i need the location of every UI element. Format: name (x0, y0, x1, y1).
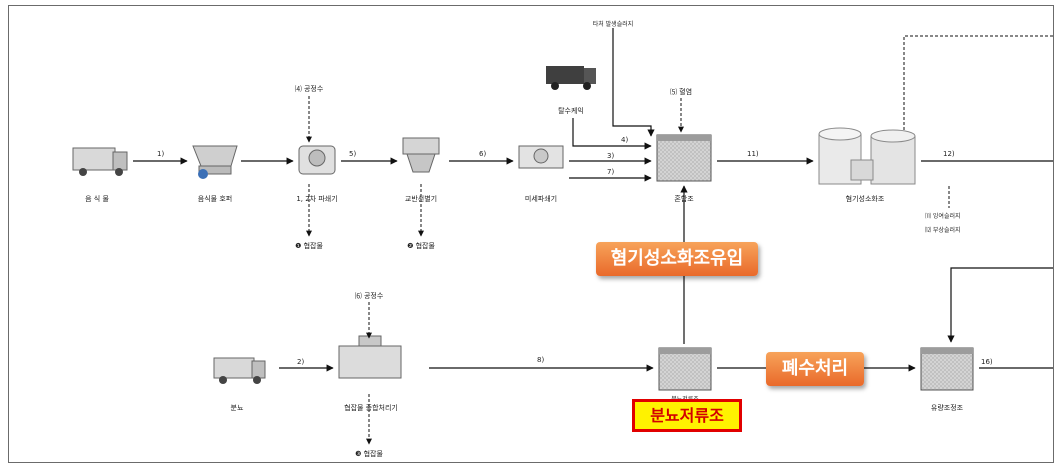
combined-processor-icon (338, 335, 402, 379)
flow-arrows (133, 28, 1053, 372)
node-label-digester: 혐기성소화조 (846, 194, 885, 203)
fine-crusher-icon (518, 145, 564, 169)
crusher-icon (298, 145, 336, 175)
cake-truck-icon (546, 66, 596, 90)
node-label-mix-tank: 혼합조 (674, 194, 694, 203)
output-screenings-2: ❷ 협잡물 (407, 241, 435, 250)
flow-label: 4) (621, 136, 628, 144)
flow-label: 7) (607, 168, 614, 176)
mix-tank-icon (656, 134, 712, 182)
output-screenings-1: ❶ 협잡물 (295, 241, 323, 250)
node-label-separator: 교반선별기 (405, 194, 437, 203)
night-soil-truck-icon (213, 357, 266, 384)
hopper-icon (192, 145, 238, 179)
storage-tank-icon (658, 347, 712, 391)
flow-label: 16) (981, 358, 993, 366)
flow-label: 5) (349, 150, 356, 158)
flow-label: 1) (157, 150, 164, 158)
node-label-cake: 탈수케익 (558, 107, 584, 115)
node-label-fine-crusher: 미세파쇄기 (525, 194, 557, 203)
node-label-crusher: 1, 2차 파쇄기 (296, 194, 337, 203)
callout-digester-inflow: 혐기성소화조유입 (596, 242, 758, 276)
node-label-night-soil: 분뇨 (231, 404, 244, 412)
node-label-hopper: 음식물 호퍼 (198, 194, 232, 203)
flow-label: 3) (607, 152, 614, 160)
flow-label: 11) (747, 150, 759, 158)
flow-diagram-svg: 1) 2) 3) 4) 5) 6) 7) 8) 11) 12) 16) 음 식 … (72, 20, 1053, 458)
node-label-processor: 협잡물 종합처리기 (344, 403, 398, 412)
input-process-water: ⑷ 공정수 (295, 84, 324, 93)
equalization-tank-icon (920, 347, 974, 391)
node-label-equalization: 유량조정조 (931, 403, 964, 412)
input-process-water-2: ⑹ 공정수 (355, 291, 384, 300)
process-diagram: 1) 2) 3) 4) 5) 6) 7) 8) 11) 12) 16) 음 식 … (8, 5, 1054, 463)
food-waste-truck-icon (72, 147, 128, 176)
callout-wastewater: 폐수처리 (766, 352, 864, 386)
flow-label: 8) (537, 356, 544, 364)
flow-label: 6) (479, 150, 486, 158)
output-screenings-3: ❸ 협잡물 (355, 449, 383, 458)
dashed-arrows (306, 35, 1053, 445)
node-label-other-sludge: 타처 발생슬러지 (593, 20, 634, 28)
separator-icon (402, 137, 440, 173)
input-flocculant: ⑸ 혈염 (670, 87, 692, 96)
output-excess-sludge: ⑾ 잉여슬러지 (925, 212, 961, 220)
digester-icon (818, 127, 916, 185)
output-floating-sludge: ⑿ 부상슬러지 (925, 226, 961, 234)
callout-storage-highlight: 분뇨저류조 (632, 399, 742, 432)
flow-label: 2) (297, 358, 304, 366)
flow-label: 12) (943, 150, 955, 158)
node-label-food-waste: 음 식 물 (85, 194, 109, 203)
